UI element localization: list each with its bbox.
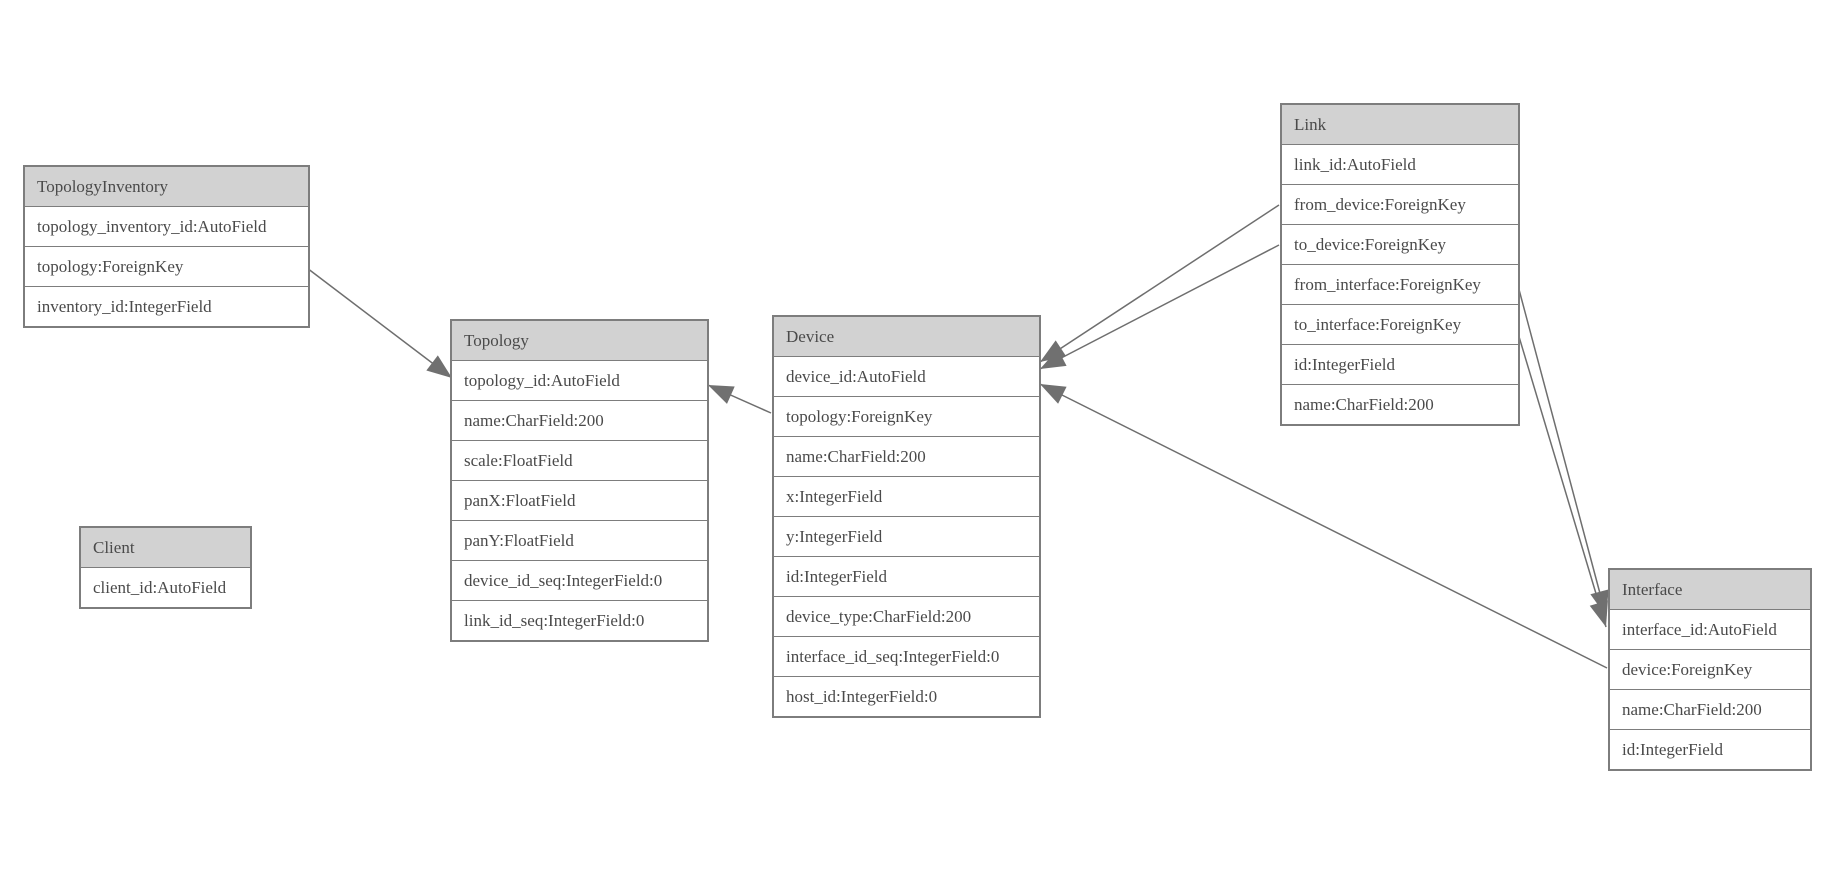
entity-field-row: device:ForeignKey bbox=[1610, 650, 1810, 690]
entity-field-row: link_id_seq:IntegerField:0 bbox=[452, 601, 707, 640]
entity-field-row: from_device:ForeignKey bbox=[1282, 185, 1518, 225]
connection-line bbox=[1516, 329, 1607, 628]
connection-line bbox=[306, 267, 453, 379]
connection-link-to-device-device bbox=[1039, 244, 1280, 370]
connection-link-from-interface-interface bbox=[1516, 281, 1609, 617]
entity-title-device: Device bbox=[774, 317, 1039, 357]
entity-field-row: panX:FloatField bbox=[452, 481, 707, 521]
entity-field-row: panY:FloatField bbox=[452, 521, 707, 561]
arrowhead-icon bbox=[1589, 600, 1608, 627]
entity-field-row: topology_inventory_id:AutoField bbox=[25, 207, 308, 247]
connection-device-topology bbox=[707, 384, 772, 414]
entity-field-row: id:IntegerField bbox=[774, 557, 1039, 597]
connection-line bbox=[707, 384, 772, 414]
entity-title-client: Client bbox=[81, 528, 250, 568]
entity-field-row: to_device:ForeignKey bbox=[1282, 225, 1518, 265]
entity-field-row: device_id_seq:IntegerField:0 bbox=[452, 561, 707, 601]
arrowhead-icon bbox=[1040, 384, 1067, 404]
entity-field-row: name:CharField:200 bbox=[774, 437, 1039, 477]
arrowhead-icon bbox=[708, 385, 735, 404]
connection-link-from-device-device bbox=[1039, 204, 1280, 363]
entity-title-topology: Topology bbox=[452, 321, 707, 361]
arrowhead-icon bbox=[1040, 349, 1067, 369]
entity-field-row: interface_id_seq:IntegerField:0 bbox=[774, 637, 1039, 677]
entity-field-row: x:IntegerField bbox=[774, 477, 1039, 517]
entity-field-row: to_interface:ForeignKey bbox=[1282, 305, 1518, 345]
connection-topologyinventory-topology bbox=[306, 267, 453, 379]
entity-field-row: topology:ForeignKey bbox=[25, 247, 308, 287]
connection-line bbox=[1516, 281, 1607, 617]
entity-field-row: host_id:IntegerField:0 bbox=[774, 677, 1039, 716]
entity-field-row: id:IntegerField bbox=[1610, 730, 1810, 769]
entity-field-row: from_interface:ForeignKey bbox=[1282, 265, 1518, 305]
entity-field-row: interface_id:AutoField bbox=[1610, 610, 1810, 650]
entity-field-row: y:IntegerField bbox=[774, 517, 1039, 557]
entity-field-row: id:IntegerField bbox=[1282, 345, 1518, 385]
entity-field-row: link_id:AutoField bbox=[1282, 145, 1518, 185]
entity-field-row: inventory_id:IntegerField bbox=[25, 287, 308, 326]
arrowhead-icon bbox=[1040, 340, 1067, 362]
connection-interface-device bbox=[1039, 383, 1608, 669]
entity-field-row: device_id:AutoField bbox=[774, 357, 1039, 397]
entity-field-row: topology:ForeignKey bbox=[774, 397, 1039, 437]
arrowhead-icon bbox=[426, 355, 452, 378]
entity-field-row: topology_id:AutoField bbox=[452, 361, 707, 401]
entity-field-row: name:CharField:200 bbox=[452, 401, 707, 441]
entity-field-row: name:CharField:200 bbox=[1610, 690, 1810, 730]
connection-link-to-interface-interface bbox=[1516, 329, 1608, 628]
connection-line bbox=[1039, 204, 1280, 363]
entity-field-row: client_id:AutoField bbox=[81, 568, 250, 607]
entity-title-topology-inventory: TopologyInventory bbox=[25, 167, 308, 207]
entity-field-row: device_type:CharField:200 bbox=[774, 597, 1039, 637]
entity-title-interface: Interface bbox=[1610, 570, 1810, 610]
connection-line bbox=[1039, 383, 1608, 669]
entity-field-row: name:CharField:200 bbox=[1282, 385, 1518, 424]
arrowhead-icon bbox=[1590, 589, 1609, 616]
connection-line bbox=[1039, 244, 1280, 370]
entity-field-row: scale:FloatField bbox=[452, 441, 707, 481]
entity-title-link: Link bbox=[1282, 105, 1518, 145]
